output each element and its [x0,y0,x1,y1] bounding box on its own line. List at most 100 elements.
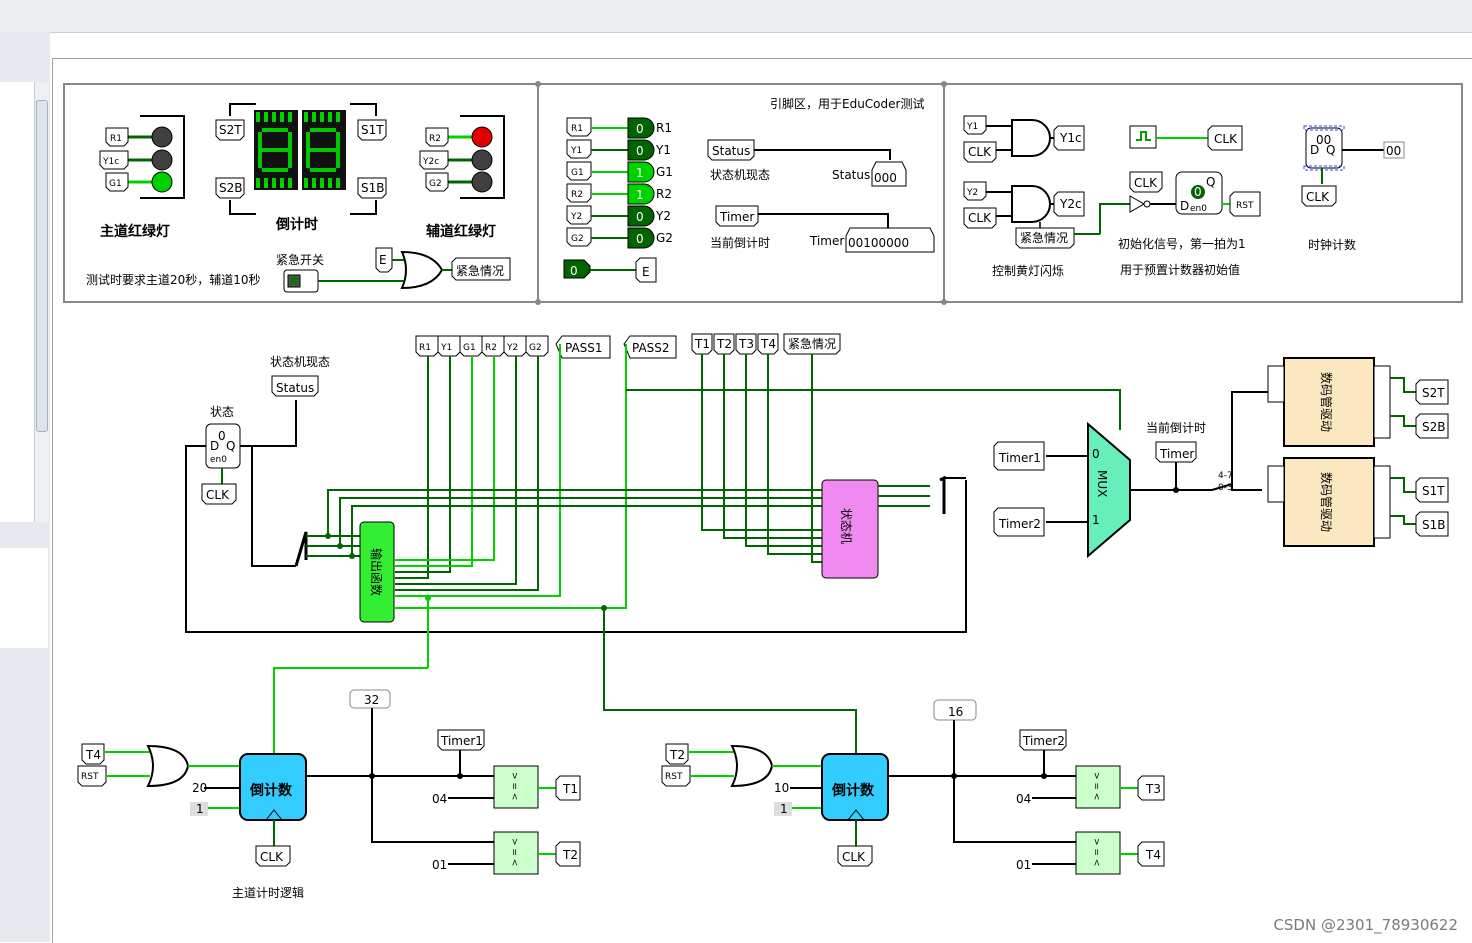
svg-text:倒计数: 倒计数 [831,782,875,799]
svg-text:Y2: Y2 [506,343,518,353]
svg-text:G1: G1 [571,168,584,178]
svg-text:CLK: CLK [1134,176,1158,190]
svg-text:Status: Status [712,144,750,158]
tunnel-g2: G2 [429,179,442,189]
svg-text:0-3: 0-3 [1218,483,1233,493]
svg-text:en0: en0 [1190,204,1207,214]
aux-light-title: 辅道红绿灯 [426,223,496,240]
svg-text:0: 0 [636,232,644,246]
svg-text:0: 0 [636,210,644,224]
svg-text:CLK: CLK [1306,190,1330,204]
svg-text:Y2: Y2 [966,188,978,198]
emergency-switch[interactable]: 紧急开关 E 紧急情况 [276,247,511,293]
svg-text:S1T: S1T [1422,484,1445,498]
main-traffic-light: R1 Y1c G1 主道红绿灯 [99,115,185,240]
seg-driver-bottom: 数码管驱动 S1T S1B [1267,457,1449,547]
svg-text:T3: T3 [1145,782,1161,796]
svg-text:时钟计数: 时钟计数 [1308,237,1356,252]
tunnel-g1: G1 [109,179,122,189]
svg-text:CLK: CLK [842,850,866,864]
svg-text:Status: Status [832,168,870,182]
toolbar [0,0,1472,33]
svg-text:T3: T3 [738,337,754,351]
svg-text:T4: T4 [85,748,101,762]
watermark: CSDN @2301_78930622 [1273,916,1458,934]
svg-text:状态机: 状态机 [839,508,853,544]
pin-row-y2: Y2 0 Y2 [566,205,671,227]
tunnel-r1: R1 [110,134,122,144]
svg-text:Timer: Timer [809,234,844,248]
svg-text:04: 04 [432,792,447,806]
svg-text:状态机现态: 状态机现态 [270,355,330,369]
tunnel-emergency: 紧急情况 [456,263,504,278]
svg-text:G1: G1 [656,165,673,179]
svg-text:T4: T4 [760,337,776,351]
svg-text:PASS1: PASS1 [565,341,603,355]
svg-text:D: D [210,439,219,453]
tunnel-s1t: S1T [361,123,384,137]
svg-text:R1: R1 [571,124,583,134]
svg-text:Timer2: Timer2 [1022,734,1065,748]
svg-text:Q: Q [226,439,235,453]
pin-area: 引脚区，用于EduCoder测试 R1 0 R1 Y1 0 Y1 G1 1 G1 [563,96,935,283]
svg-text:T2: T2 [716,337,732,351]
svg-text:倒计数: 倒计数 [249,782,293,799]
svg-text:0: 0 [570,264,578,278]
seg-splitter: 4-7 0-3 [1211,391,1268,493]
svg-text:R2: R2 [656,187,672,201]
main-light-title: 主道红绿灯 [100,223,170,240]
svg-text:> = <: > = < [1091,838,1101,866]
svg-text:1: 1 [780,802,788,816]
scroll-thumb[interactable] [36,100,48,432]
svg-text:Y2c: Y2c [1059,197,1082,211]
aux-counter: T2 RST 10 1 倒计数 CLK 16 Timer2 04 01 > = … [661,699,1165,875]
svg-text:00: 00 [1316,133,1331,147]
svg-text:G2: G2 [571,234,584,244]
seg-driver-top: 数码管驱动 S2T S2B [1267,357,1449,447]
mux: Timer1 Timer2 MUX 0 1 当前倒计时 Timer [993,420,1212,559]
emergency-switch-label: 紧急开关 [276,252,324,267]
aux-traffic-light: R2 Y2c G2 辅道红绿灯 [419,115,505,240]
timer-probe: Timer 当前倒计时 Timer 00100000 [710,205,935,253]
tunnel-y2c: Y2c [422,157,439,167]
svg-text:Timer2: Timer2 [998,517,1041,531]
svg-text:1: 1 [196,802,204,816]
yellow-blink-logic: Y1 CLK Y1c Y2 CLK Y2c 紧急情况 控制黄灯闪烁 [963,115,1085,278]
pin-area-label: 引脚区，用于EduCoder测试 [770,96,924,111]
svg-text:Y2: Y2 [570,212,582,222]
svg-text:R2: R2 [571,190,583,200]
attribute-pane[interactable] [0,548,48,648]
tunnel-e: E [379,253,387,267]
svg-text:0: 0 [636,144,644,158]
svg-text:Q: Q [1206,175,1215,189]
svg-text:16: 16 [948,705,963,719]
svg-text:> = <: > = < [1091,772,1101,800]
svg-text:1: 1 [1092,513,1100,527]
svg-text:10: 10 [774,781,789,795]
svg-text:Q: Q [1326,143,1335,157]
svg-text:Timer: Timer [1159,447,1194,461]
svg-text:Status: Status [276,381,314,395]
svg-text:紧急情况: 紧急情况 [788,336,836,351]
svg-text:状态机现态: 状态机现态 [710,168,770,182]
svg-text:R1: R1 [656,121,672,135]
svg-text:S2T: S2T [1422,386,1445,400]
tunnel-s2t: S2T [219,123,242,137]
test-note: 测试时要求主道20秒，辅道10秒 [86,272,261,287]
svg-text:主道计时逻辑: 主道计时逻辑 [232,886,304,900]
pin-row-y1: Y1 0 Y1 [566,139,671,161]
svg-text:G2: G2 [656,231,673,245]
main-counter: T4 RST 20 1 倒计数 CLK 主道计时逻辑 32 Timer1 04 … [77,689,581,900]
svg-text:当前倒计时: 当前倒计时 [1146,420,1206,435]
svg-text:Y1: Y1 [655,143,671,157]
svg-text:紧急情况: 紧急情况 [1020,230,1068,245]
status-probe: Status 状态机现态 Status 000 [707,139,907,187]
svg-text:T1: T1 [562,782,578,796]
svg-text:4-7: 4-7 [1218,471,1233,481]
clock-count: 00 D Q 00 CLK 时钟计数 [1301,125,1405,252]
splitter-state [294,489,822,567]
pin-row-r1: R1 0 R1 [566,117,672,139]
svg-text:PASS2: PASS2 [632,341,670,355]
svg-text:数码管驱动: 数码管驱动 [1319,472,1334,532]
